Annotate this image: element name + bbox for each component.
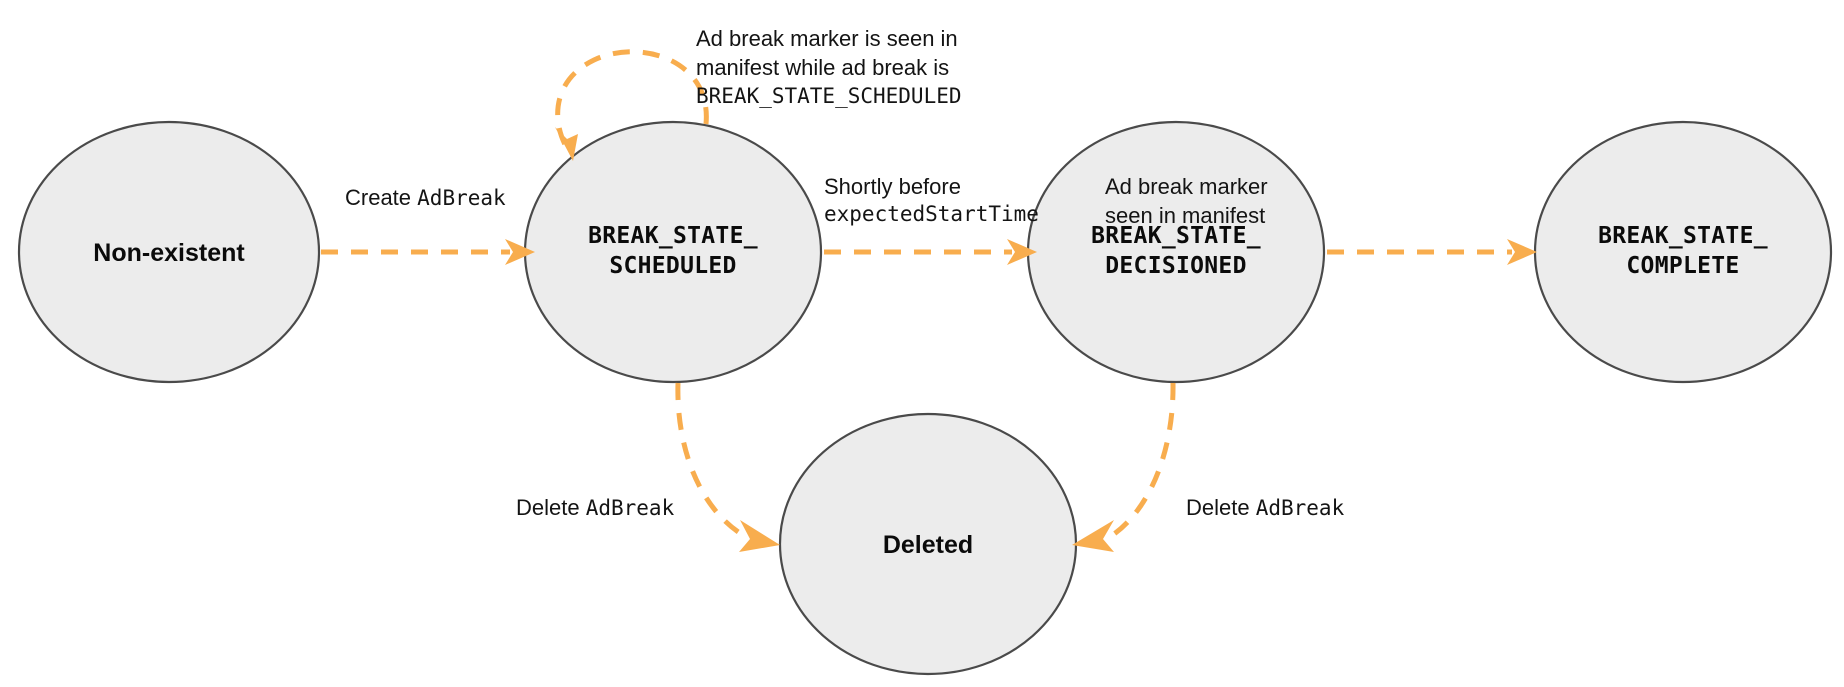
node-break-state-complete[interactable] (1533, 120, 1833, 384)
edge-label-loop-line3: BREAK_STATE_SCHEDULED (696, 83, 962, 108)
edge-label-delete-left-text: Delete (516, 495, 586, 520)
edge-label-loop-line2: manifest while ad break is (696, 55, 950, 81)
edge-label-shortly-line1: Shortly before (824, 174, 961, 199)
node-break-state-scheduled[interactable] (523, 120, 823, 384)
edge-label-create-adbreak-text: Create (345, 185, 418, 210)
node-non-existent[interactable] (17, 120, 321, 384)
edge-label-loop-line1: Ad break marker is seen in (696, 26, 958, 51)
edge-label-create-adbreak-code: AdBreak (417, 186, 506, 210)
edge-label-scheduled-to-deleted: Delete AdBreak (516, 493, 674, 523)
edge-decisioned-to-deleted (1072, 382, 1176, 552)
edge-label-decisioned-to-complete: Ad break marker seen in manifest (1105, 172, 1268, 231)
edge-label-marker-line2: seen in manifest (1105, 203, 1266, 229)
edge-label-create-adbreak: Create AdBreak (345, 183, 506, 213)
edge-scheduled-self-loop (555, 49, 709, 161)
edge-label-marker-line1: Ad break marker (1105, 174, 1268, 199)
edge-label-decisioned-to-deleted: Delete AdBreak (1186, 493, 1344, 523)
node-break-state-decisioned[interactable] (1026, 120, 1326, 384)
edge-label-scheduled-to-decisioned: Shortly before expectedStartTime (824, 172, 1039, 229)
edge-label-delete-left-code: AdBreak (585, 496, 675, 520)
edge-create-adbreak (321, 239, 535, 265)
edge-label-delete-right-text: Delete (1186, 495, 1256, 520)
node-deleted[interactable] (778, 412, 1078, 676)
edge-label-delete-right-code: AdBreak (1255, 496, 1345, 520)
edge-label-scheduled-self-loop: Ad break marker is seen in manifest whil… (696, 24, 962, 110)
edge-decisioned-to-complete (1327, 239, 1537, 265)
edge-scheduled-to-deleted (675, 382, 780, 552)
edge-scheduled-to-decisioned (824, 239, 1037, 265)
edge-label-shortly-line2: expectedStartTime (824, 202, 1039, 227)
